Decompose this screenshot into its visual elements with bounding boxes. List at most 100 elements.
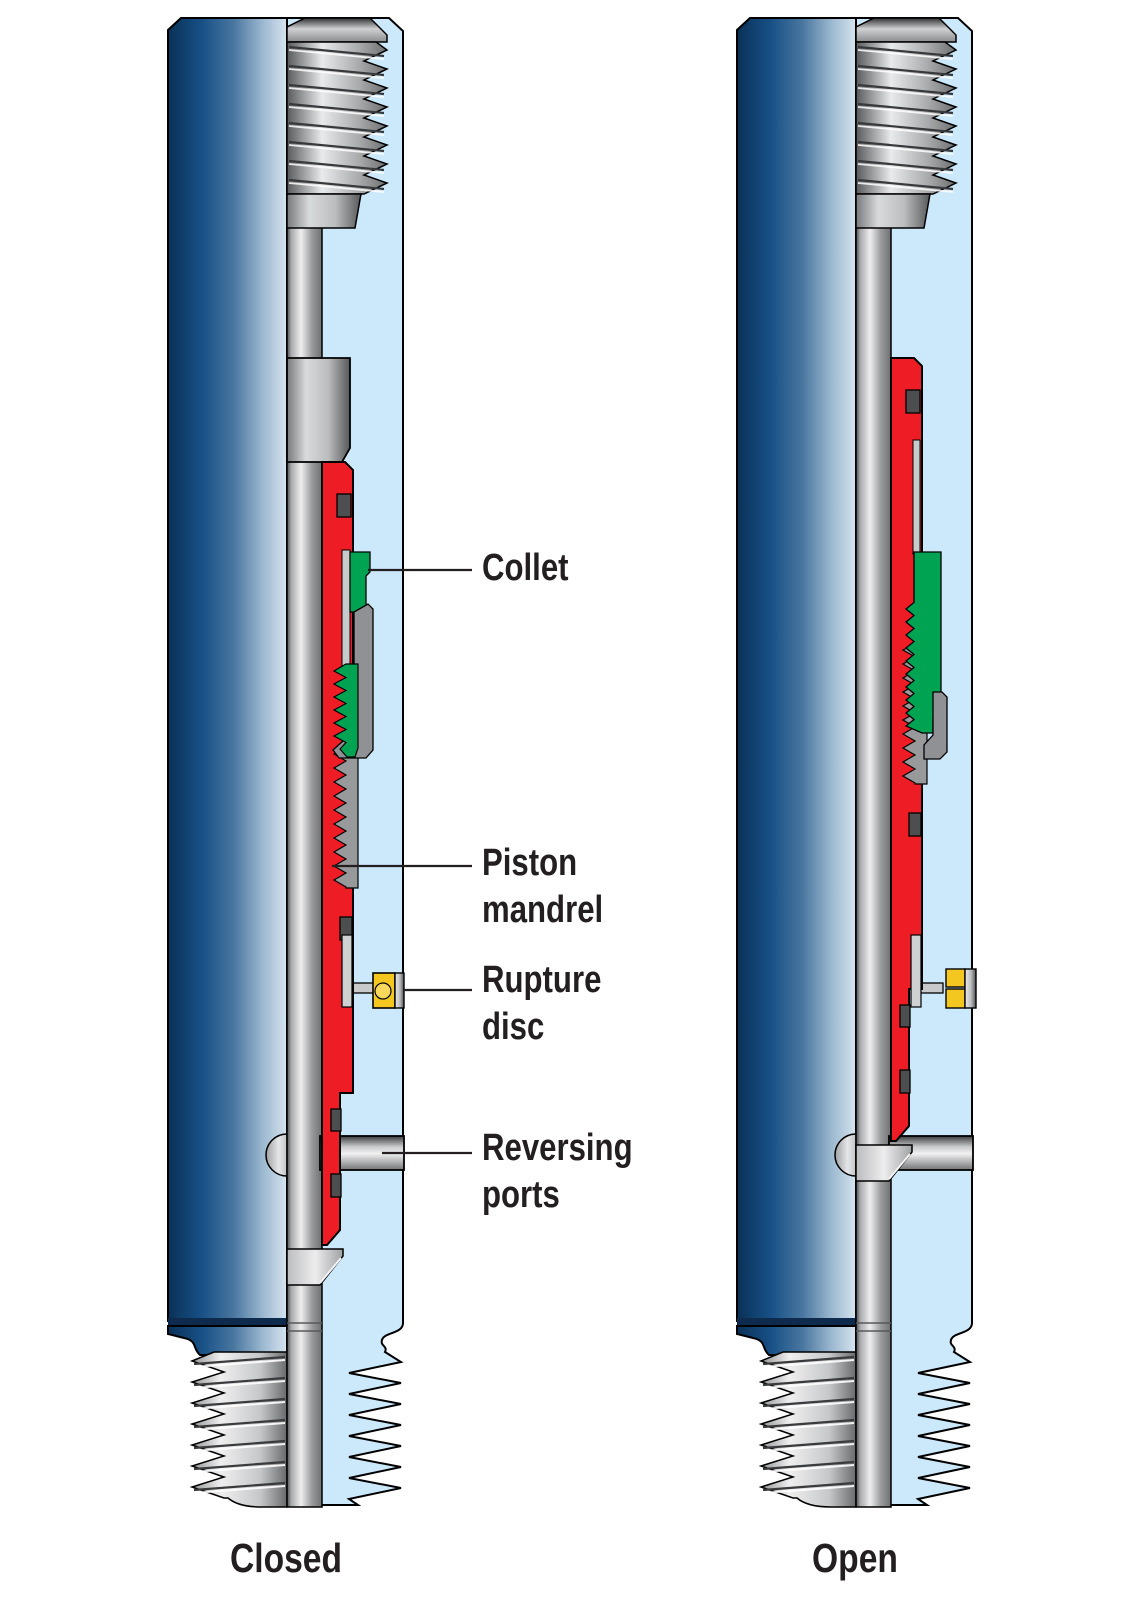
label-reversing-ports-line1: Reversing xyxy=(482,1127,633,1169)
thread-highlight-line xyxy=(193,1380,286,1389)
collet xyxy=(349,551,371,613)
rupture-disc-boss xyxy=(910,934,922,1008)
thread-highlight-line xyxy=(857,68,954,79)
thread-ridge-line xyxy=(288,178,385,191)
rupture-disc-boss xyxy=(341,934,353,1008)
thread-ridge-line xyxy=(288,121,385,134)
thread-ridge-line xyxy=(193,1376,286,1387)
label-collet: Collet xyxy=(482,547,569,589)
pin-shoulder xyxy=(736,1325,857,1356)
label-piston-mandrel-line1: Piston xyxy=(482,842,577,884)
thread-ridge-line xyxy=(288,64,385,77)
thread-highlight-line xyxy=(762,1359,855,1368)
top-pin-cap xyxy=(286,17,388,43)
thread-ridge-line xyxy=(193,1460,286,1471)
collet-sleeve xyxy=(923,691,948,760)
thread-highlight-line xyxy=(288,49,385,60)
thread-highlight-line xyxy=(857,163,954,174)
thread-ridge-line xyxy=(288,140,385,153)
thread-highlight-line xyxy=(857,125,954,136)
thread-highlight-line xyxy=(857,144,954,155)
rupture-disc-center xyxy=(374,982,392,1000)
thread-highlight-line xyxy=(288,144,385,155)
thread-highlight-line xyxy=(762,1485,855,1494)
thread-highlight-line xyxy=(762,1443,855,1452)
thread-highlight-line xyxy=(857,182,954,193)
label-reversing-ports-line2: ports xyxy=(482,1174,560,1216)
thread-ridge-line xyxy=(288,102,385,115)
thread-highlight-line xyxy=(857,106,954,117)
thread-highlight-line xyxy=(857,87,954,98)
thread-ridge-line xyxy=(857,159,954,172)
piston-seal xyxy=(330,1173,342,1198)
thread-ridge-line xyxy=(193,1355,286,1366)
thread-ridge-line xyxy=(762,1481,855,1492)
thread-ridge-line xyxy=(193,1481,286,1492)
body-shoulder-band xyxy=(737,1318,856,1326)
rupture-disc xyxy=(945,988,966,1009)
thread-highlight-line xyxy=(288,125,385,136)
label-piston-mandrel-line2: mandrel xyxy=(482,889,603,931)
reversing-port-hole xyxy=(834,1133,857,1177)
thread-ridge-line xyxy=(857,121,954,134)
rupture-disc xyxy=(945,968,966,988)
thread-ridge-line xyxy=(193,1397,286,1408)
piston-seal xyxy=(899,1004,911,1028)
thread-ridge-line xyxy=(857,178,954,191)
outer-body-exterior xyxy=(736,17,857,1322)
top-pin-cap xyxy=(855,17,957,43)
piston-seal xyxy=(336,493,352,518)
collet-group xyxy=(332,549,374,759)
thread-ridge-line xyxy=(857,102,954,115)
thread-highlight-line xyxy=(857,49,954,60)
collet xyxy=(904,551,942,734)
collet-liner xyxy=(341,549,351,669)
wedge-highlight xyxy=(319,1257,342,1284)
thread-highlight-line xyxy=(193,1359,286,1368)
thread-ridge-line xyxy=(288,45,385,58)
thread-ridge-line xyxy=(193,1418,286,1429)
piston-stop-collar xyxy=(286,357,351,463)
piston-seal xyxy=(905,389,921,414)
thread-ridge-line xyxy=(857,64,954,77)
top-pin-collar xyxy=(286,193,362,229)
piston-seal xyxy=(908,812,922,837)
thread-highlight-line xyxy=(762,1464,855,1473)
thread-ridge-line xyxy=(762,1376,855,1387)
piston-seal xyxy=(330,1108,342,1132)
thread-highlight-line xyxy=(762,1422,855,1431)
thread-ridge-line xyxy=(762,1397,855,1408)
pin-shoulder xyxy=(167,1325,288,1356)
thread-ridge-line xyxy=(288,159,385,172)
rupture-disc-cap xyxy=(394,972,405,1009)
thread-highlight-line xyxy=(193,1422,286,1431)
thread-ridge-line xyxy=(857,83,954,96)
body-shoulder-band xyxy=(168,1318,287,1326)
ratchet-teeth xyxy=(332,747,359,889)
collet-teeth xyxy=(332,663,359,758)
thread-highlight-line xyxy=(288,87,385,98)
thread-ridge-line xyxy=(857,45,954,58)
top-thread-pin xyxy=(855,41,958,195)
thread-highlight-line xyxy=(762,1401,855,1410)
top-thread-pin xyxy=(286,41,389,195)
thread-highlight-line xyxy=(193,1401,286,1410)
label-rupture-disc-line2: disc xyxy=(482,1006,544,1048)
wedge-highlight xyxy=(888,1153,911,1180)
thread-highlight-line xyxy=(193,1443,286,1452)
thread-ridge-line xyxy=(857,140,954,153)
thread-highlight-line xyxy=(288,163,385,174)
thread-ridge-line xyxy=(762,1418,855,1429)
label-rupture-disc-line1: Rupture xyxy=(482,959,601,1001)
thread-highlight-line xyxy=(193,1485,286,1494)
tool-closed-illustration xyxy=(167,17,405,1508)
thread-highlight-line xyxy=(288,182,385,193)
annotations: Collet Piston mandrel Rupture disc Rever… xyxy=(230,547,898,1581)
thread-ridge-line xyxy=(762,1439,855,1450)
outer-body-exterior xyxy=(167,17,288,1322)
thread-highlight-line xyxy=(762,1380,855,1389)
thread-highlight-line xyxy=(288,68,385,79)
piston-seal xyxy=(899,1069,911,1094)
